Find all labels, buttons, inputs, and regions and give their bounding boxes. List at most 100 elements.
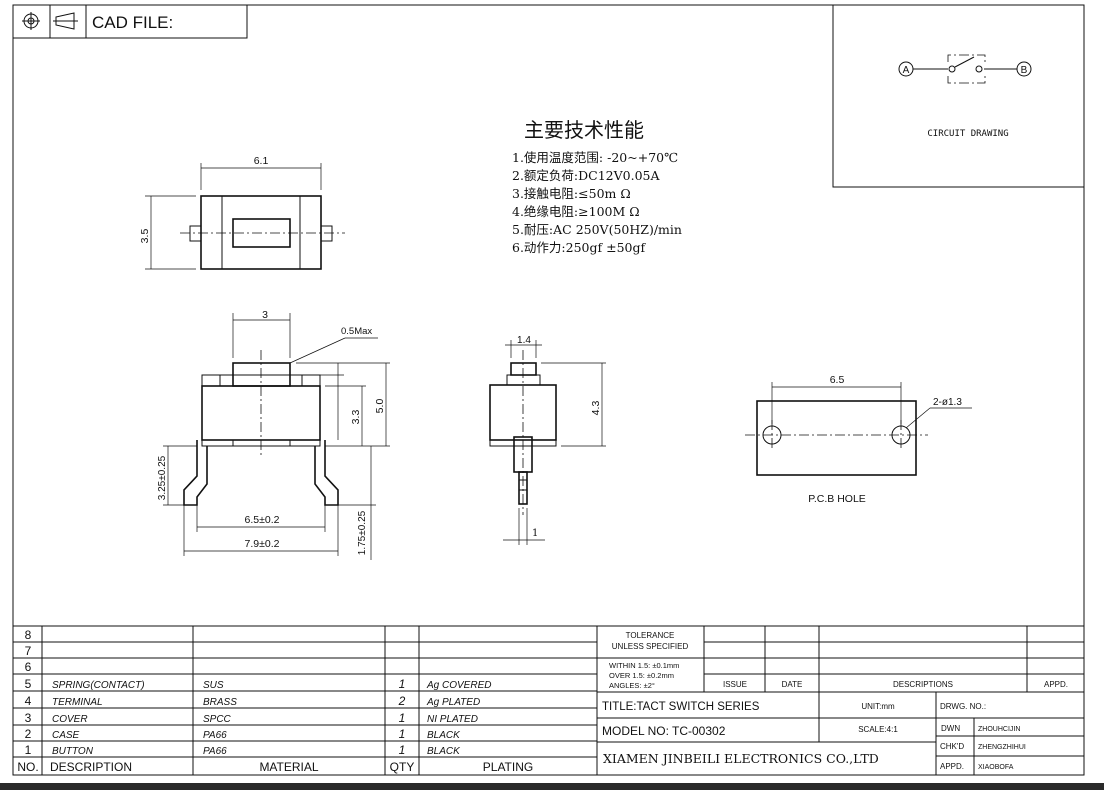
drawing-number-label: DRWG. NO.: bbox=[940, 702, 986, 711]
bom-header-no: NO. bbox=[17, 760, 38, 774]
spec-item: 5.耐压:AC 250V(50HZ)/min bbox=[512, 222, 682, 237]
bom-header-row: NO. DESCRIPTION MATERIAL QTY PLATING bbox=[17, 760, 533, 774]
approved-label: APPD. bbox=[940, 762, 964, 771]
dim-button-width: 3 bbox=[262, 309, 268, 321]
pcb-caption: P.C.B HOLE bbox=[808, 493, 866, 505]
cad-file-label: CAD FILE: bbox=[92, 13, 173, 32]
bom-row-no: 2 bbox=[25, 727, 32, 741]
front-view: 3 0.5Max 3.3 5.0 3.25±0.25 6.5±0.2 7.9±0… bbox=[157, 309, 390, 560]
dim-pin-outer: 7.9±0.2 bbox=[245, 538, 280, 550]
dim-pin-height: 3.25±0.25 bbox=[157, 455, 168, 500]
dim-total-height: 5.0 bbox=[374, 399, 386, 414]
bom-row: 3 COVER SPCC 1 NI PLATED bbox=[25, 711, 478, 725]
company-name: XIAMEN JINBEILI ELECTRONICS CO.,LTD bbox=[603, 751, 879, 766]
spec-item: 6.动作力:250gf ±50gf bbox=[512, 240, 646, 255]
bom-row: 4 TERMINAL BRASS 2 Ag PLATED bbox=[25, 694, 481, 708]
bom-row-material: BRASS bbox=[203, 697, 237, 708]
bom-row-no: 1 bbox=[25, 743, 32, 757]
bom-row-material: PA66 bbox=[203, 746, 227, 757]
issue-header: ISSUE bbox=[723, 680, 747, 689]
tolerance-label: TOLERANCE bbox=[626, 631, 675, 640]
spec-block: 主要技术性能 1.使用温度范围: -20~+70℃ 2.额定负荷:DC12V0.… bbox=[512, 118, 682, 255]
drawn-label: DWN bbox=[941, 724, 960, 733]
spec-item: 3.接触电阻:≤50m Ω bbox=[512, 186, 631, 201]
bom-row-plating: NI PLATED bbox=[427, 714, 478, 725]
sheet-border bbox=[12, 4, 1085, 776]
circuit-drawing: A B CIRCUIT DRAWING bbox=[832, 4, 1085, 188]
circuit-caption: CIRCUIT DRAWING bbox=[927, 129, 1008, 139]
dim-body-height: 3.3 bbox=[350, 410, 362, 425]
unit-label: UNIT:mm bbox=[861, 702, 895, 711]
bom-row: 1 BUTTON PA66 1 BLACK bbox=[25, 743, 461, 757]
projection-symbol-icon bbox=[22, 12, 78, 30]
model-number: MODEL NO: TC-00302 bbox=[602, 724, 726, 738]
scale-label: SCALE:4:1 bbox=[858, 725, 898, 734]
spec-item: 2.额定负荷:DC12V0.05A bbox=[512, 168, 660, 183]
bom-row-qty: 1 bbox=[399, 727, 406, 741]
bom-row-qty: 1 bbox=[399, 711, 406, 725]
dim-pin-inner: 6.5±0.2 bbox=[245, 514, 280, 526]
date-header: DATE bbox=[782, 680, 803, 689]
tolerance-sub-label: UNLESS SPECIFIED bbox=[612, 642, 689, 651]
bom-row-material: SUS bbox=[203, 680, 224, 691]
dim-pcb-span: 6.5 bbox=[830, 374, 845, 386]
bom-row-no: 4 bbox=[25, 694, 32, 708]
dim-side-height: 4.3 bbox=[590, 401, 602, 416]
drawn-name: ZHOUHCIJIN bbox=[978, 726, 1020, 733]
tolerance-over: OVER 1.5: ±0.2mm bbox=[609, 671, 674, 680]
dim-top-width: 6.1 bbox=[254, 155, 269, 167]
bom-row-qty: 2 bbox=[398, 694, 406, 708]
drawing-title: TITLE:TACT SWITCH SERIES bbox=[602, 701, 760, 713]
dim-top-height: 3.5 bbox=[139, 229, 151, 244]
checked-name: ZHENGZHIHUI bbox=[978, 744, 1026, 751]
bom-header-desc: DESCRIPTION bbox=[50, 760, 132, 774]
bom-header-material: MATERIAL bbox=[259, 760, 318, 774]
tolerance-angles: ANGLES: ±2° bbox=[609, 681, 655, 690]
dim-side-pin: 1 bbox=[532, 528, 538, 539]
spec-item: 1.使用温度范围: -20~+70℃ bbox=[512, 150, 678, 165]
approved-name: XIAOBOFA bbox=[978, 764, 1014, 771]
dim-pcb-hole: 2-ø1.3 bbox=[933, 397, 962, 408]
bom-row-desc: TERMINAL bbox=[52, 697, 103, 708]
bom-row-desc: CASE bbox=[52, 730, 80, 741]
spec-title: 主要技术性能 bbox=[524, 118, 644, 142]
bom-row-plating: Ag COVERED bbox=[426, 680, 491, 691]
bom-row-desc: BUTTON bbox=[52, 746, 94, 757]
dim-pin-leg: 1.75±0.25 bbox=[357, 510, 368, 555]
bom-row-no: 5 bbox=[25, 677, 32, 691]
bom-row-no: 8 bbox=[25, 628, 32, 642]
checked-label: CHK'D bbox=[940, 742, 964, 751]
bom-row-material: PA66 bbox=[203, 730, 227, 741]
bom-row-no: 7 bbox=[25, 644, 32, 658]
title-block: TOLERANCE UNLESS SPECIFIED WITHIN 1.5: ±… bbox=[597, 626, 1084, 775]
bom-row-plating: BLACK bbox=[427, 730, 461, 741]
bom-row-desc: COVER bbox=[52, 714, 88, 725]
bom-row: 2 CASE PA66 1 BLACK bbox=[25, 727, 461, 741]
bom-row-desc: SPRING(CONTACT) bbox=[52, 680, 145, 691]
bom-row-qty: 1 bbox=[399, 743, 406, 757]
terminal-a-label: A bbox=[903, 65, 910, 76]
bom-row-plating: BLACK bbox=[427, 746, 461, 757]
bom-row-no: 3 bbox=[25, 711, 32, 725]
pcb-hole-view: 6.5 2-ø1.3 P.C.B HOLE bbox=[745, 374, 972, 505]
bom-row: 5 SPRING(CONTACT) SUS 1 Ag COVERED bbox=[25, 677, 492, 691]
bom-row-material: SPCC bbox=[203, 714, 232, 725]
bom-header-qty: QTY bbox=[390, 760, 415, 774]
bottom-bar bbox=[0, 783, 1104, 790]
descriptions-header: DESCRIPTIONS bbox=[893, 680, 953, 689]
dim-max-label: 0.5Max bbox=[341, 326, 372, 337]
tolerance-within: WITHIN 1.5: ±0.1mm bbox=[609, 661, 679, 670]
cad-header: CAD FILE: bbox=[12, 4, 248, 39]
dim-side-button: 1.4 bbox=[517, 335, 531, 346]
spec-item: 4.绝缘电阻:≥100M Ω bbox=[512, 204, 640, 219]
appd-header: APPD. bbox=[1044, 680, 1068, 689]
top-view: 6.1 3.5 bbox=[139, 155, 345, 270]
side-view: 1.4 4.3 1 bbox=[489, 335, 606, 545]
bom-table: 8 7 6 5 SPRING(CONTACT) SUS 1 Ag COVERED… bbox=[13, 625, 1084, 775]
bom-row-plating: Ag PLATED bbox=[426, 697, 480, 708]
bom-row-qty: 1 bbox=[399, 677, 406, 691]
terminal-b-label: B bbox=[1021, 65, 1028, 76]
bom-header-plating: PLATING bbox=[483, 760, 533, 774]
bom-row-no: 6 bbox=[25, 660, 32, 674]
